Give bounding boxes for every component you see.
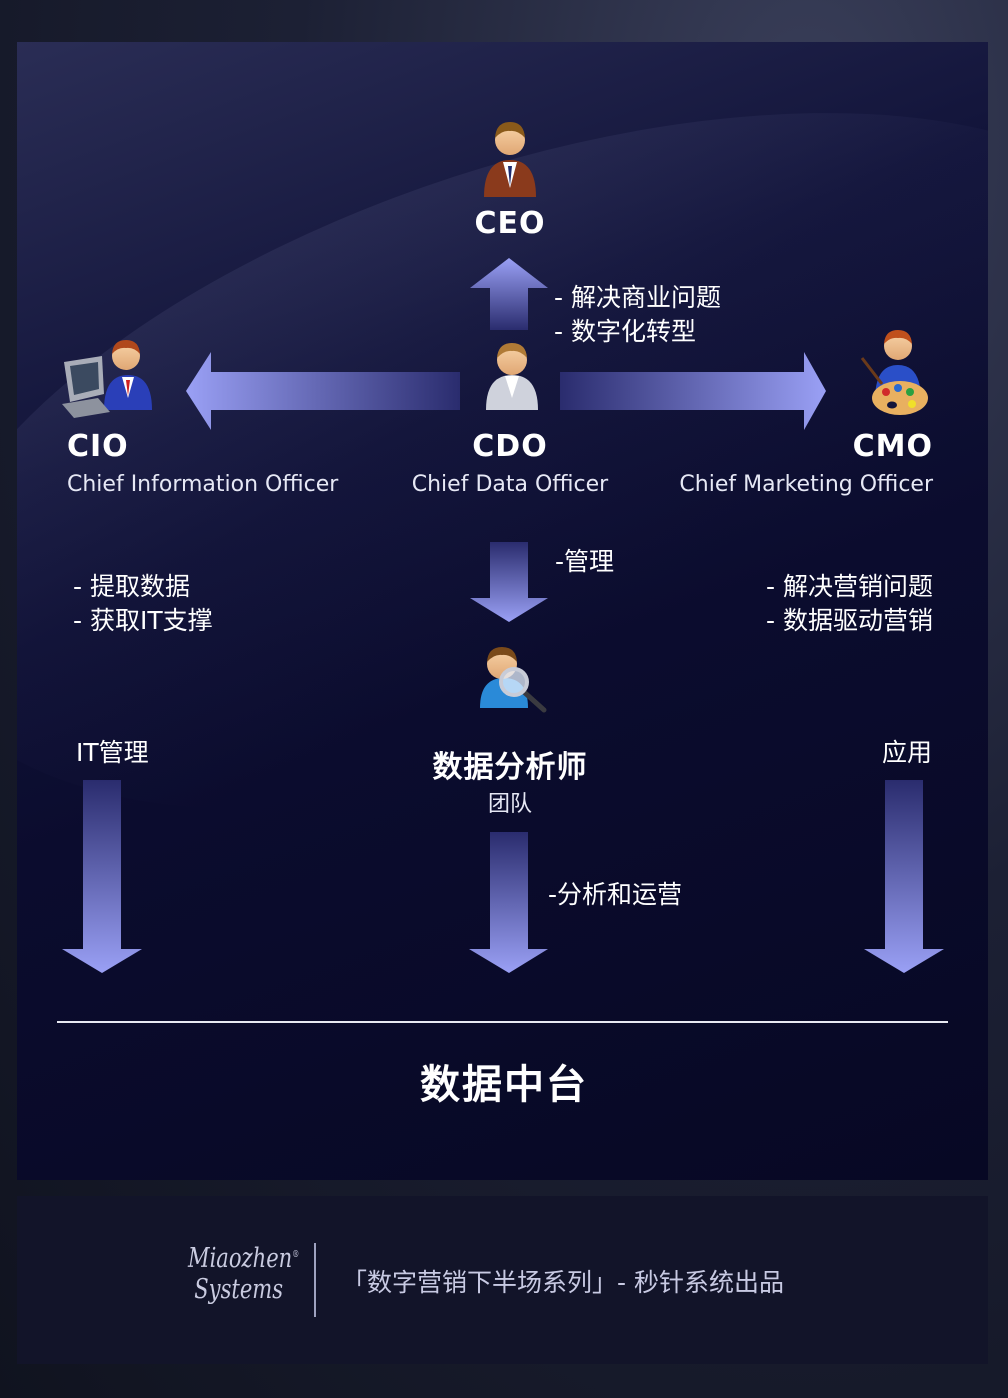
- cio-needs-annotation: - 提取数据 - 获取IT支撑: [73, 570, 213, 638]
- cdo-person-icon: [486, 343, 538, 410]
- cdo-to-analyst-annotation: -管理: [555, 547, 615, 576]
- arrow-cmo-to-platform: [864, 780, 944, 973]
- ceo-person-icon: [484, 122, 536, 197]
- platform-divider: [57, 1021, 948, 1023]
- cmo-needs-annotation: - 解决营销问题 - 数据驱动营销: [683, 570, 933, 638]
- series-credit: 「数字营销下半场系列」- 秒针系统出品: [342, 1268, 784, 1297]
- cio-subtitle: Chief Information Officer: [67, 472, 339, 497]
- cmo-title: CMO: [852, 429, 933, 464]
- cmo-to-platform-label: 应用: [881, 738, 932, 767]
- cdo-subtitle: Chief Data Officer: [411, 472, 609, 497]
- arrow-cdo-to-ceo: [470, 258, 548, 330]
- cio-to-platform-label: IT管理: [76, 738, 149, 767]
- analyst-magnifier-person-icon: [480, 647, 547, 713]
- cio-title: CIO: [67, 429, 129, 464]
- arrow-analyst-to-platform: [469, 832, 548, 973]
- arrow-cdo-to-cio: [186, 352, 460, 430]
- analyst-to-platform-label: -分析和运营: [548, 880, 683, 909]
- footer-separator: [314, 1243, 316, 1317]
- analyst-subtitle: 团队: [487, 792, 532, 817]
- cmo-subtitle: Chief Marketing Officer: [679, 472, 933, 497]
- cdo-to-ceo-annotation: - 解决商业问题 - 数字化转型: [554, 281, 721, 349]
- annotation-line: - 提取数据: [73, 572, 190, 601]
- cmo-palette-person-icon: [860, 330, 928, 415]
- registered-mark: ®: [292, 1250, 300, 1260]
- annotation-line: - 数据驱动营销: [766, 606, 933, 635]
- logo-word-1: Miaozhen: [188, 1243, 293, 1274]
- footer-band: [17, 1196, 988, 1364]
- arrow-cdo-to-cmo: [560, 352, 826, 430]
- annotation-line: - 获取IT支撑: [73, 606, 213, 635]
- annotation-line: - 解决营销问题: [766, 572, 933, 601]
- annotation-line: - 解决商业问题: [554, 283, 721, 312]
- cio-computer-person-icon: [62, 340, 152, 418]
- arrow-cdo-to-analyst: [470, 542, 548, 622]
- analyst-title: 数据分析师: [432, 750, 588, 785]
- platform-title: 数据中台: [420, 1062, 588, 1108]
- miaozhen-logo: Miaozhen® Systems: [188, 1240, 299, 1305]
- logo-line-1: Miaozhen®: [188, 1240, 299, 1274]
- annotation-line: - 数字化转型: [554, 317, 696, 346]
- cdo-title: CDO: [472, 429, 548, 464]
- arrow-cio-to-platform: [62, 780, 142, 973]
- logo-line-2: Systems: [194, 1274, 284, 1305]
- ceo-title: CEO: [474, 206, 546, 241]
